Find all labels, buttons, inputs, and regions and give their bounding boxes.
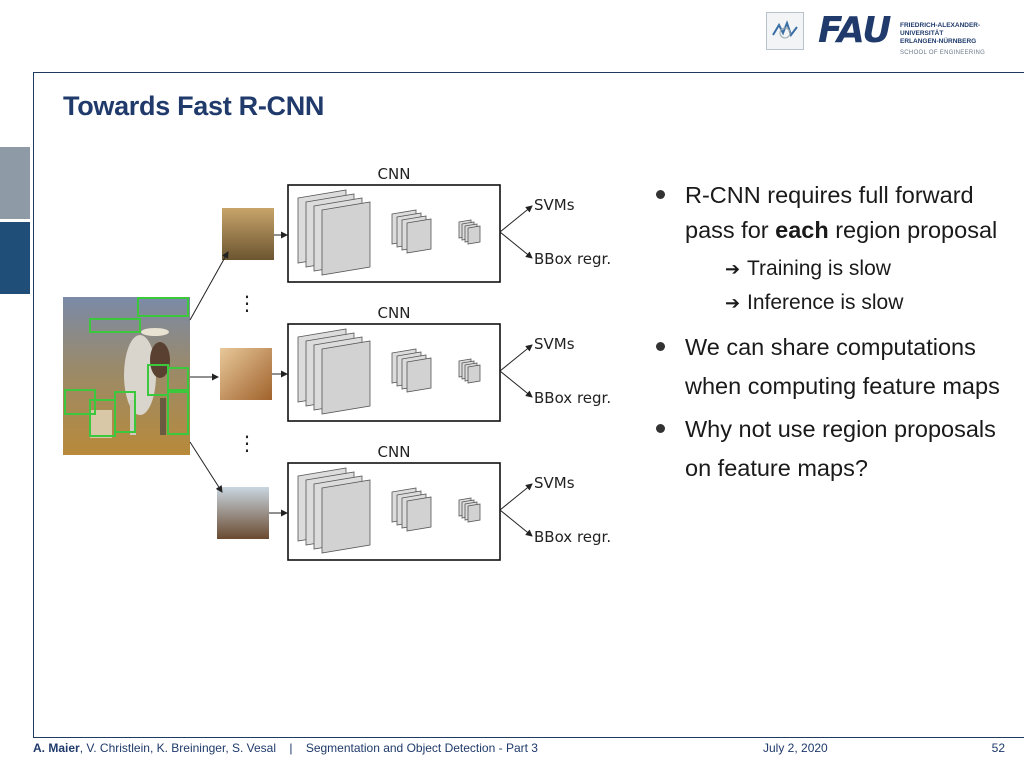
footer-authors: A. Maier, V. Christlein, K. Breininger, … [33, 741, 538, 755]
cnn-label: CNN [378, 304, 411, 322]
slide-frame-left [33, 72, 34, 738]
region-crop-1 [222, 208, 274, 260]
fau-logo: FAU FRIEDRICH-ALEXANDER- UNIVERSITÄT ERL… [766, 10, 996, 62]
university-name: FRIEDRICH-ALEXANDER- UNIVERSITÄT ERLANGE… [900, 22, 981, 45]
faculty-seal-icon [766, 12, 804, 50]
bullet-icon [656, 342, 665, 351]
page-number: 52 [991, 741, 1005, 755]
svms-label: SVMs [534, 196, 575, 214]
bullet-item: R-CNN requires full forward pass for eac… [656, 178, 1011, 248]
school-name: SCHOOL OF ENGINEERING [900, 50, 986, 56]
ellipsis-1: ⋮ [237, 291, 257, 315]
cnn-block-3: CNN [287, 443, 501, 561]
footer-separator: | [289, 741, 293, 755]
region-proposal-boxes [64, 297, 189, 437]
ellipsis-2: ⋮ [237, 431, 257, 455]
footer-lecture: Segmentation and Object Detection - Part… [305, 741, 538, 755]
region-crop-3 [217, 487, 269, 539]
cnn-label: CNN [378, 165, 411, 183]
cnn-block-2: CNN [287, 304, 501, 422]
side-tab-inactive [0, 147, 30, 219]
rcnn-diagram: ⋮ ⋮ CNN SVMs BBox regr. CNN [63, 165, 611, 561]
slide-frame-top [33, 72, 1024, 73]
slide-frame-bottom [33, 737, 1024, 738]
arrow-right-icon: ➔ [725, 293, 741, 313]
svms-label: SVMs [534, 474, 575, 492]
bullet-icon [656, 190, 665, 199]
bullet-list: R-CNN requires full forward pass for eac… [656, 178, 1011, 492]
region-crop-2 [220, 348, 272, 400]
footer-main-author: A. Maier [33, 741, 80, 755]
footer-date: July 2, 2020 [763, 741, 828, 755]
side-tab-active [0, 222, 30, 294]
arrow-right-icon: ➔ [725, 259, 741, 279]
bullet-item: Why not use region proposals on feature … [656, 410, 1011, 488]
emphasis-text: each [775, 217, 829, 243]
sub-bullet-item: ➔ Inference is slow [656, 286, 1011, 320]
bullet-item: We can share computations when computing… [656, 328, 1011, 406]
slide-title: Towards Fast R-CNN [63, 91, 325, 121]
fau-wordmark: FAU [818, 10, 891, 51]
cnn-block-1: CNN [287, 165, 501, 283]
svms-label: SVMs [534, 335, 575, 353]
sub-bullet-item: ➔ Training is slow [656, 252, 1011, 286]
bullet-icon [656, 424, 665, 433]
cnn-label: CNN [378, 443, 411, 461]
bbox-label: BBox regr. [534, 528, 611, 546]
bbox-label: BBox regr. [534, 250, 611, 268]
bbox-label: BBox regr. [534, 389, 611, 407]
